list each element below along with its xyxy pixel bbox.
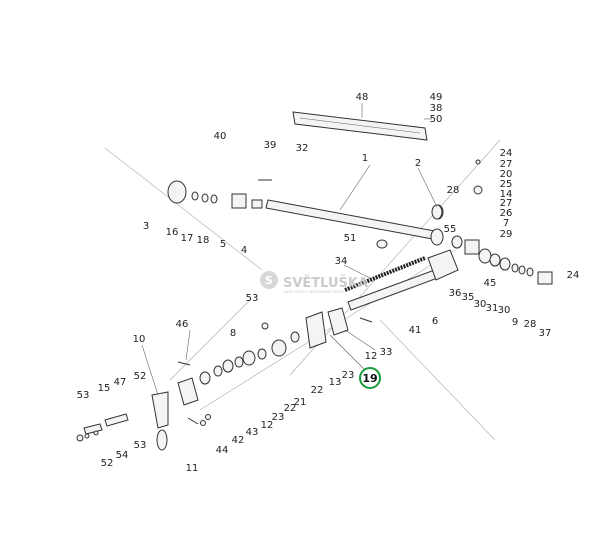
part-label-10: 10 (133, 334, 146, 345)
part-label-42: 42 (232, 435, 245, 446)
part-label-36: 36 (449, 288, 462, 299)
part-label-34: 34 (335, 256, 348, 267)
part-6-shaft (347, 249, 459, 311)
part-label-1: 1 (362, 153, 368, 164)
part-label-33: 33 (380, 347, 393, 358)
label-19: 19 (362, 372, 377, 385)
part-label-4: 4 (241, 245, 247, 256)
watermark-tagline: VAŠE CESTA K NÁHRADNÍM DÍLŮM (284, 289, 344, 294)
part-label-49: 49 (430, 92, 443, 103)
part-label-52: 52 (101, 458, 114, 469)
part-right-bearing-assembly (376, 159, 553, 285)
part-label-43: 43 (246, 427, 259, 438)
watermark: S SVĚTLUŠKA VAŠE CESTA K NÁHRADNÍM DÍLŮM (260, 271, 368, 294)
part-label-38: 38 (430, 103, 443, 114)
part-label-28: 28 (524, 319, 537, 330)
part-label-20: 20 (500, 169, 513, 180)
watermark-logo-digit: S (265, 274, 273, 287)
part-label-32: 32 (296, 143, 309, 154)
part-label-12: 12 (261, 420, 274, 431)
part-34-chain (344, 256, 426, 292)
part-label-7: 7 (503, 218, 509, 229)
part-label-3: 3 (143, 221, 149, 232)
part-label-24: 24 (567, 270, 580, 281)
part-label-44: 44 (216, 445, 229, 456)
part-label-50: 50 (430, 114, 443, 125)
part-label-15: 15 (98, 383, 111, 394)
part-label-30: 30 (498, 305, 511, 316)
part-label-37: 37 (539, 328, 552, 339)
part-label-51: 51 (344, 233, 357, 244)
part-label-21: 21 (294, 397, 307, 408)
part-label-48: 48 (356, 92, 369, 103)
part-label-18: 18 (197, 235, 210, 246)
watermark-brand: SVĚTLUŠKA (283, 275, 368, 291)
part-label-30: 30 (474, 299, 487, 310)
part-label-53: 53 (134, 440, 147, 451)
part-label-2: 2 (415, 158, 421, 169)
part-label-24: 24 (500, 148, 513, 159)
part-label-55: 55 (444, 224, 457, 235)
part-label-27: 27 (500, 159, 513, 170)
part-3-sprocket (167, 179, 272, 209)
part-label-27: 27 (500, 198, 513, 209)
part-label-45: 45 (484, 278, 497, 289)
part-label-14: 14 (500, 189, 513, 200)
part-center-flange-assembly (76, 307, 373, 451)
part-label-26: 26 (500, 208, 513, 219)
part-48-cover-bar (292, 111, 428, 141)
part-label-23: 23 (342, 370, 355, 381)
part-label-16: 16 (166, 227, 179, 238)
part-label-52: 52 (134, 371, 147, 382)
part-label-11: 11 (186, 463, 199, 474)
part-label-22: 22 (284, 403, 297, 414)
part-label-23: 23 (272, 412, 285, 423)
leader-lines (141, 103, 438, 396)
part-label-17: 17 (181, 233, 194, 244)
part-label-13: 13 (329, 377, 342, 388)
part-label-46: 46 (176, 319, 189, 330)
watermark-logo-icon (260, 271, 278, 289)
part-label-8: 8 (230, 328, 236, 339)
part-label-28: 28 (447, 185, 460, 196)
part-label-39: 39 (264, 140, 277, 151)
part-label-9: 9 (512, 317, 518, 328)
part-label-40: 40 (214, 131, 227, 142)
part-label-35: 35 (462, 292, 475, 303)
part-label-54: 54 (116, 450, 129, 461)
part-label-22: 22 (311, 385, 324, 396)
part-label-6: 6 (432, 316, 438, 327)
part-label-47: 47 (114, 377, 127, 388)
part-label-41: 41 (409, 325, 422, 336)
part-label-25: 25 (500, 179, 513, 190)
highlight-circle (359, 367, 381, 389)
part-label-29: 29 (500, 229, 513, 240)
part-label-53: 53 (77, 390, 90, 401)
part-label-31: 31 (486, 303, 499, 314)
highlighted-part-19[interactable]: 19 (359, 367, 381, 389)
part-label-5: 5 (220, 239, 226, 250)
part-label-12: 12 (365, 351, 378, 362)
part-label-53: 53 (246, 293, 259, 304)
